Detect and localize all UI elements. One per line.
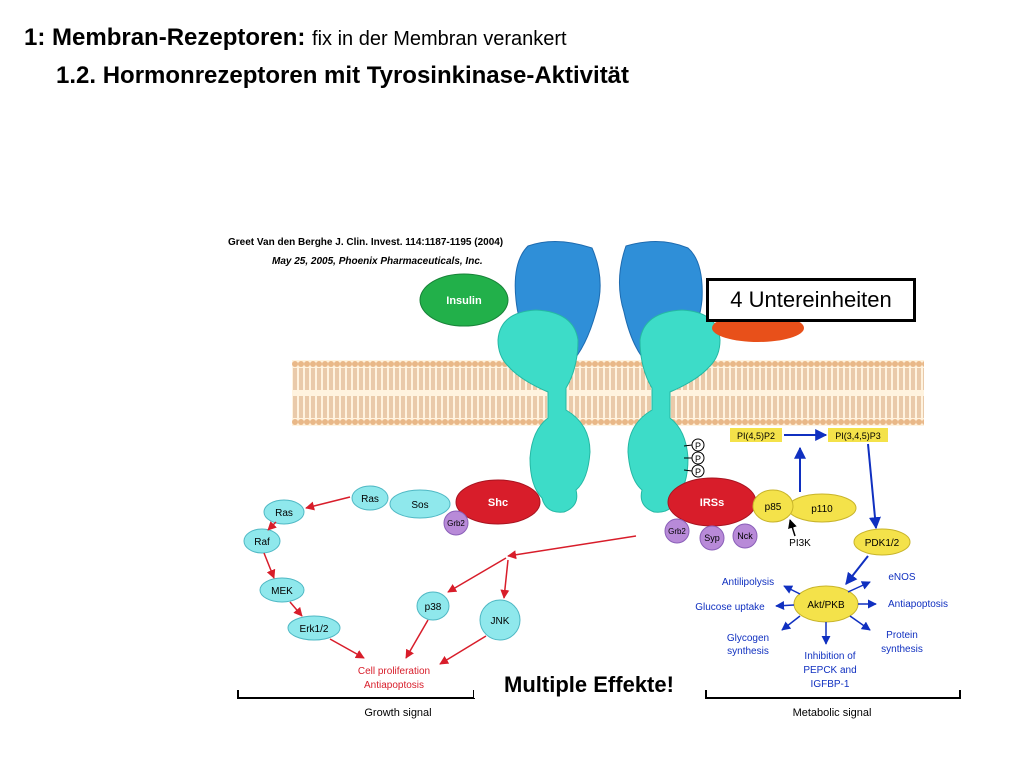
inhibition-line1: Inhibition of [804,651,855,662]
grb2-right-node [664,518,690,544]
jnk-label: JNK [491,616,510,627]
pdk-node [853,528,911,556]
glucose-uptake-label: Glucose uptake [695,602,765,613]
inhibition-line2: PEPCK and [803,665,856,676]
insulin-label: Insulin [446,295,482,307]
pi3k-label: PI3K [789,538,811,549]
mek-node [259,577,305,603]
antiapoptosis-label: Antiapoptosis [888,599,948,610]
p38-node [416,591,450,621]
phospho-group: P P P [683,438,705,478]
erk-node [287,615,341,641]
slide-subtitle: 1.2. Hormonrezeptoren mit Tyrosinkinase-… [56,62,630,89]
p110-label: p110 [811,504,833,515]
ras-label: Ras [275,508,293,519]
slide-title: 1: Membran-Rezeptoren: fix in der Membra… [24,24,567,52]
receptor-beta-right [627,309,721,513]
cell-prolif-line2: Antiapoptosis [364,680,424,691]
citation-line1: Greet Van den Berghe J. Clin. Invest. 11… [228,237,503,248]
phospho-2-label: P [695,454,701,464]
receptor-beta-left [497,309,591,513]
pip3-to-pdk-arrow [867,443,881,530]
mek-label: MEK [271,586,293,597]
pdk-label: PDK1/2 [865,538,900,549]
metabolic-bracket [705,690,961,699]
glycogen-line2: synthesis [727,646,769,657]
ras-top-label: Ras [361,494,379,505]
grb2-left-label: Grb2 [447,519,465,528]
enos-label: eNOS [888,572,916,583]
irss-label: IRSs [700,497,724,509]
akt-label: Akt/PKB [807,600,845,611]
nck-node [732,523,758,549]
p85-node [752,489,794,523]
pdk-to-akt-arrow [845,555,869,585]
inhibition-line3: IGFBP-1 [811,679,850,690]
nck-label: Nck [737,531,753,541]
phospho-1-label: P [695,441,701,451]
cell-membrane [292,360,924,426]
syp-label: Syp [704,533,720,543]
sos-label: Sos [411,500,428,511]
pip3-label: PI(3,4,5)P3 [835,431,881,441]
metabolic-signal-label: Metabolic signal [793,707,872,719]
grb2-right-label: Grb2 [668,527,686,536]
metabolic-arrows [775,581,877,645]
antilipolysis-label: Antilipolysis [722,577,774,588]
growth-arrows [263,496,637,665]
growth-bracket [237,690,475,699]
p38-label: p38 [425,602,442,613]
p85-label: p85 [765,502,782,513]
multiple-effects-label: Multiple Effekte! [474,672,704,698]
pip2-label: PI(4,5)P2 [737,431,775,441]
growth-signal-label: Growth signal [364,707,431,719]
phospho-3-label: P [695,467,701,477]
protein-line2: synthesis [881,644,923,655]
shc-label: Shc [488,497,508,509]
slide-title-subtext: fix in der Membran verankert [312,28,567,50]
raf-node [243,528,281,554]
insulin-molecule [419,273,509,327]
cell-prolif-line1: Cell proliferation [358,666,430,677]
ras-node [263,499,305,525]
subunits-callout: 4 Untereinheiten [706,278,916,322]
grb2-left-node [443,510,469,536]
ras-top-node [351,485,389,511]
slide-title-main: 1: Membran-Rezeptoren: [24,24,306,51]
pi3k-pointer [788,519,797,537]
citation-line2: May 25, 2005, Phoenix Pharmaceuticals, I… [272,256,483,267]
erk-label: Erk1/2 [300,624,329,635]
pip2-box [730,428,782,442]
raf-label: Raf [254,537,270,548]
protein-line1: Protein [886,630,918,641]
shc-node [455,479,541,525]
jnk-node [479,599,521,641]
glycogen-line1: Glycogen [727,633,769,644]
pip3-box [828,428,888,442]
sos-node [389,489,451,519]
syp-node [699,525,725,551]
